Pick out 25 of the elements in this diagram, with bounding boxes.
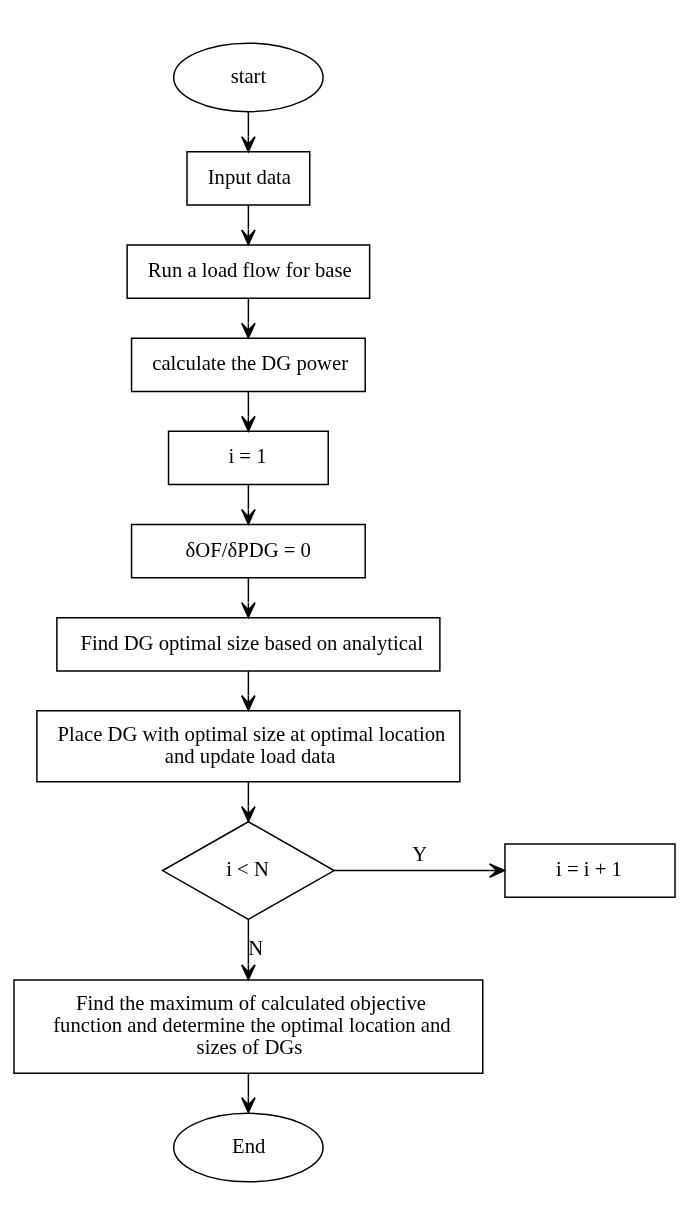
arrow — [241, 297, 256, 339]
node-box: δOF/δPDG = 0 — [130, 523, 366, 578]
arrow — [241, 204, 256, 246]
node-box: i = i + 1 — [504, 842, 676, 898]
node-ellipse: End — [172, 1112, 324, 1183]
arrow — [241, 577, 256, 618]
node-ellipse: start — [172, 41, 324, 112]
arrow — [241, 918, 256, 980]
arrow — [241, 670, 256, 711]
node-box: Find DG optimal size based on analytical — [56, 616, 441, 672]
node-box: Run a load flow for base — [126, 243, 371, 299]
node-box: calculate the DG power — [130, 336, 366, 392]
edge-label: N — [248, 936, 264, 959]
edge-label: Y — [412, 841, 428, 864]
arrow — [241, 110, 256, 152]
arrow — [333, 862, 506, 878]
node-box: Find the maximum of calculated objective function and determine the optimal location and sizes of DGs — [13, 978, 484, 1074]
arrow — [241, 483, 256, 525]
arrow — [241, 781, 256, 822]
arrow — [241, 390, 256, 432]
node-diamond: i < N — [161, 820, 336, 920]
node-box: Place DG with optimal size at optimal location and update load data — [36, 709, 461, 783]
arrow — [241, 1072, 256, 1113]
node-box: i = 1 — [167, 430, 329, 485]
node-box: Input data — [186, 150, 311, 206]
